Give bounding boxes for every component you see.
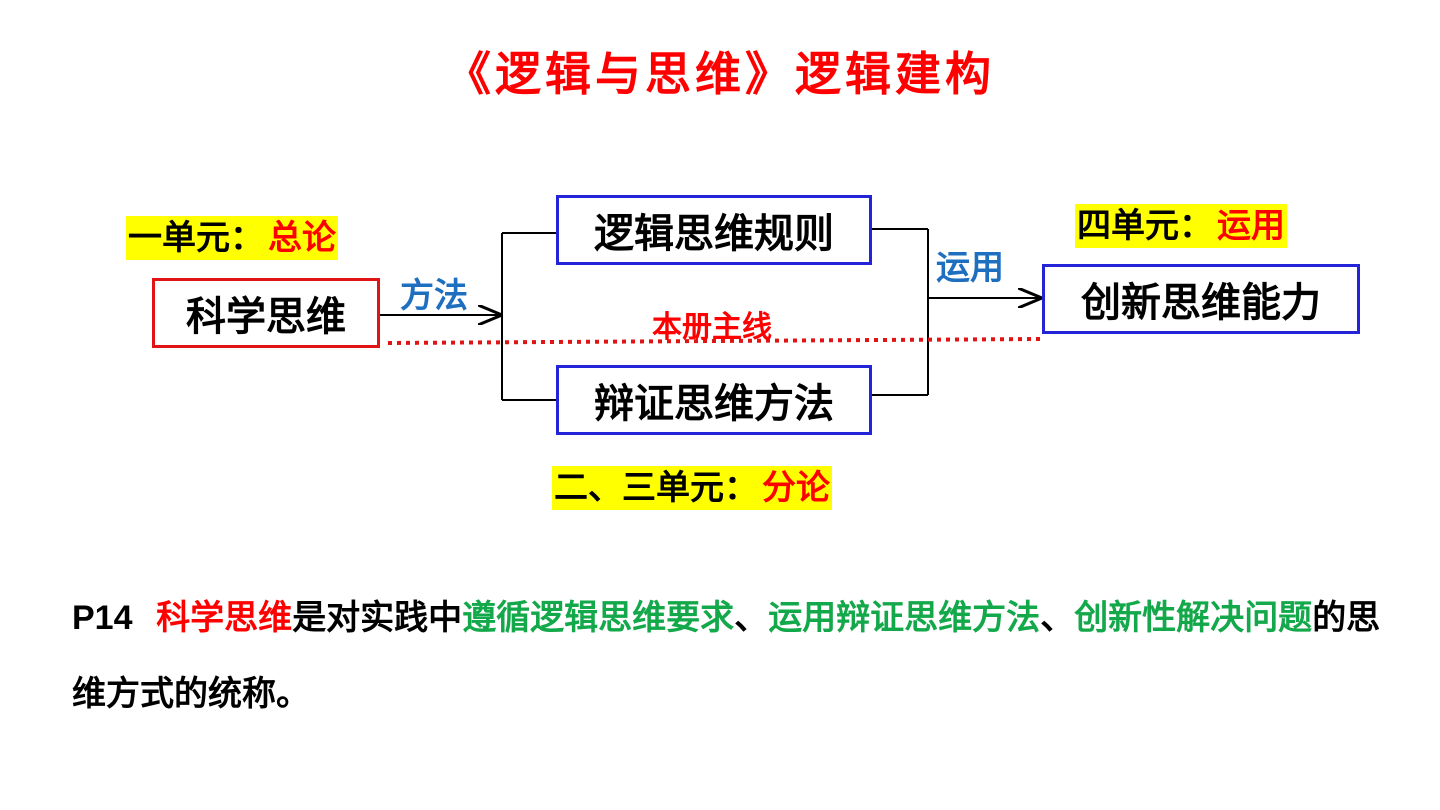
para-part2: 的思维方式的统称。 xyxy=(72,598,1381,714)
para-sep2: 、 xyxy=(1040,598,1075,638)
arrow-apply-label: 运用 xyxy=(936,248,1004,288)
unit1-label: 一单元：总论 xyxy=(126,210,338,260)
main-line-dotted xyxy=(387,337,1041,345)
unit23-label: 二、三单元：分论 xyxy=(552,460,832,510)
para-green1: 遵循逻辑思维要求 xyxy=(462,598,735,638)
unit1-prefix: 一单元： xyxy=(126,216,266,260)
arrow-method-label: 方法 xyxy=(400,276,468,316)
unit23-suffix: 分论 xyxy=(760,466,832,510)
dialectic-methods-box: 辩证思维方法 xyxy=(556,365,872,435)
para-green4: 问题 xyxy=(1244,598,1313,638)
term-scientific-thinking: 科学思维 xyxy=(156,598,293,638)
para-sep1: 、 xyxy=(734,598,769,638)
para-part1: 是对实践中 xyxy=(292,598,463,638)
main-line-label: 本册主线 xyxy=(652,310,772,345)
innovation-ability-box: 创新思维能力 xyxy=(1042,264,1360,334)
definition-paragraph: P14 科学思维是对实践中遵循逻辑思维要求、运用辩证思维方法、创新性解决问题的思… xyxy=(72,580,1392,732)
page-title: 《逻辑与思维》逻辑建构 xyxy=(445,47,995,101)
scientific-thinking-box: 科学思维 xyxy=(152,278,380,348)
para-green2: 运用辩证思维方法 xyxy=(768,598,1041,638)
unit1-suffix: 总论 xyxy=(266,216,338,260)
logic-rules-box: 逻辑思维规则 xyxy=(556,195,872,265)
unit4-label: 四单元：运用 xyxy=(1075,198,1287,248)
unit4-suffix: 运用 xyxy=(1215,204,1287,248)
page-ref: P14 xyxy=(72,599,133,637)
unit4-prefix: 四单元： xyxy=(1075,204,1215,248)
unit23-prefix: 二、三单元： xyxy=(552,466,760,510)
para-green3: 创新性解决 xyxy=(1074,598,1245,638)
